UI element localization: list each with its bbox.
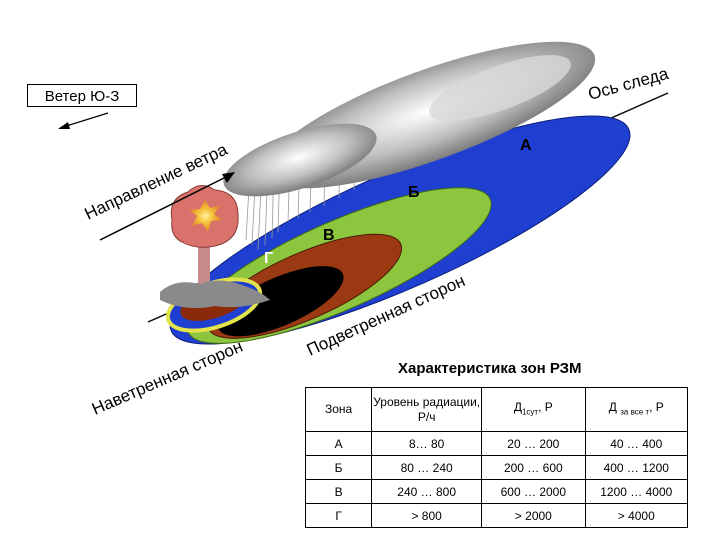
cell-d2: 40 … 400 <box>584 431 689 456</box>
table-title: Характеристика зон РЗМ <box>398 360 582 377</box>
zone-g-letter: Г <box>264 250 273 267</box>
header-zone: Зона <box>304 387 373 432</box>
cell-d2: 1200 … 4000 <box>584 479 689 504</box>
table-row: А 8… 80 20 … 200 40 … 400 <box>304 431 689 456</box>
cell-d1: 20 … 200 <box>481 431 586 456</box>
cell-d2: 400 … 1200 <box>584 455 689 480</box>
zones-table: Зона Уровень радиации, Р/ч Д1сут, Р Д за… <box>304 387 689 528</box>
cell-zone: А <box>304 431 373 456</box>
wind-direction-arrow <box>99 172 235 241</box>
table-row: Г > 800 > 2000 > 4000 <box>304 503 689 528</box>
cell-d1: 600 … 2000 <box>481 479 586 504</box>
cell-zone: Г <box>304 503 373 528</box>
cell-zone: Б <box>304 455 373 480</box>
header-d2: Д за все т, Р <box>584 387 689 432</box>
table-row: Б 80 … 240 200 … 600 400 … 1200 <box>304 455 689 480</box>
cell-level: 80 … 240 <box>371 455 483 480</box>
header-d1: Д1сут, Р <box>481 387 586 432</box>
wind-label: Ветер Ю-З <box>27 84 137 107</box>
cell-d1: > 2000 <box>481 503 586 528</box>
header-level: Уровень радиации, Р/ч <box>371 387 483 432</box>
table-row: В 240 … 800 600 … 2000 1200 … 4000 <box>304 479 689 504</box>
cell-level: 240 … 800 <box>371 479 483 504</box>
cell-level: > 800 <box>371 503 483 528</box>
cell-level: 8… 80 <box>371 431 483 456</box>
nuclear-explosion-icon <box>160 185 270 308</box>
cell-d1: 200 … 600 <box>481 455 586 480</box>
zone-v-letter: В <box>323 227 335 244</box>
cell-d2: > 4000 <box>584 503 689 528</box>
zone-b-letter: Б <box>408 184 420 201</box>
table-header-row: Зона Уровень радиации, Р/ч Д1сут, Р Д за… <box>304 387 689 432</box>
radioactive-cloud <box>223 41 596 197</box>
wind-arrow <box>58 112 109 129</box>
zone-a-letter: А <box>520 137 532 154</box>
cell-zone: В <box>304 479 373 504</box>
zone-g-ellipse <box>217 266 344 337</box>
